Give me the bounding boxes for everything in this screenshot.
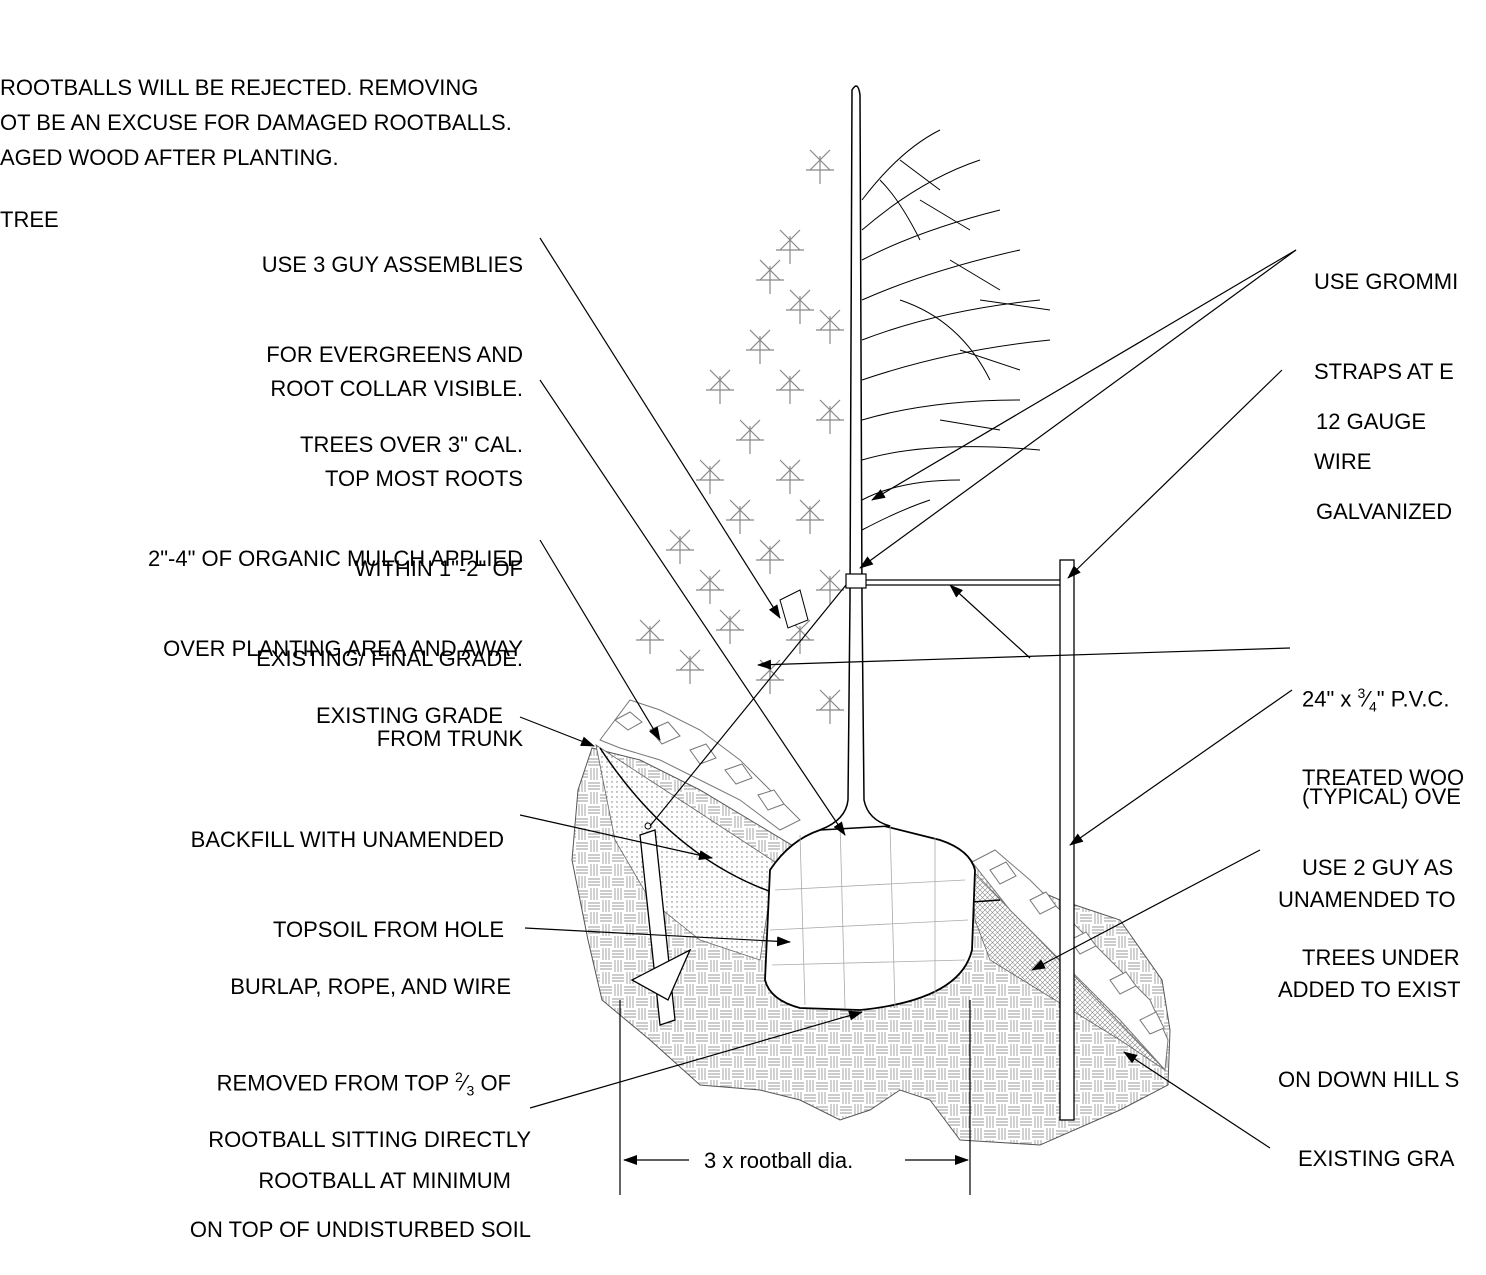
label-root-collar-line: EXISTING/ FINAL GRADE.: [256, 646, 523, 671]
label-guy-assemblies: USE 3 GUY ASSEMBLIES FOR EVERGREENS AND …: [262, 190, 523, 490]
dimension-lines: [619, 1000, 971, 1195]
dimension-label: 3 x rootball dia.: [704, 1148, 854, 1173]
guy-wire-left: [649, 584, 847, 827]
label-mulch: 2"-4" OF ORGANIC MULCH APPLIED OVER PLAN…: [148, 484, 523, 784]
label-grommets-line: USE GROMMI: [1314, 269, 1459, 294]
fraction-numerator: 2: [455, 1069, 463, 1085]
label-mulch-line: 2"-4" OF ORGANIC MULCH APPLIED: [147, 546, 523, 571]
label-root-collar: ROOT COLLAR VISIBLE. TOP MOST ROOTS WITH…: [256, 314, 523, 704]
tree-planting-detail-drawing: [519, 85, 1297, 1195]
tree-branches: [861, 129, 1051, 531]
general-note-3: AGED WOOD AFTER PLANTING.: [0, 145, 339, 170]
label-backfill: BACKFILL WITH UNAMENDED TOPSOIL FROM HOL…: [191, 765, 504, 975]
label-gauge-line: 12 GAUGE: [1316, 409, 1427, 434]
label-burlap: BURLAP, ROPE, AND WIRE REMOVED FROM TOP …: [217, 912, 511, 1226]
label-unamended: UNAMENDED TO ADDED TO EXIST ON DOWN HILL…: [1278, 825, 1461, 1125]
grommet-strap: [845, 573, 867, 589]
general-note-2: OT BE AN EXCUSE FOR DAMAGED ROOTBALLS.: [0, 110, 512, 135]
label-pvc-text: 24" x: [1302, 686, 1358, 712]
label-burlap-text: OF: [474, 1070, 511, 1096]
label-treated-wood-line: USE 2 GUY AS: [1302, 855, 1454, 880]
label-pvc-line: 24" x 3⁄4" P.V.C.: [1302, 685, 1450, 715]
general-note-4: TREE: [0, 207, 59, 232]
label-gauge-line: GALVANIZED: [1316, 499, 1453, 524]
label-unamended-line: UNAMENDED TO: [1278, 887, 1456, 912]
label-rootball-sitting-line: ON TOP OF UNDISTURBED SOIL: [189, 1217, 531, 1242]
label-root-collar-line: WITHIN 1"-2" OF: [354, 556, 523, 581]
label-existing-grade-right: EXISTING GRA: [1298, 1146, 1455, 1171]
treated-wood-stake: [1059, 559, 1075, 1121]
guy-strap-left: [779, 589, 809, 629]
label-root-collar-line: TOP MOST ROOTS: [324, 466, 523, 491]
label-grommets-line: STRAPS AT E: [1314, 359, 1454, 384]
label-existing-grade-left: EXISTING GRADE: [315, 703, 503, 728]
label-pvc-line: (TYPICAL) OVE: [1302, 783, 1461, 809]
guy-wire-right: [866, 579, 1060, 586]
label-root-collar-line: ROOT COLLAR VISIBLE.: [270, 376, 523, 401]
rootball: [764, 819, 976, 1011]
stake-left: [630, 822, 692, 1026]
label-pvc-text: " P.V.C.: [1376, 686, 1450, 712]
label-unamended-line: ON DOWN HILL S: [1278, 1067, 1460, 1092]
label-burlap-line: REMOVED FROM TOP 2⁄3 OF: [216, 1069, 511, 1099]
tree-trunk: [819, 85, 891, 831]
fraction-denominator: 3: [466, 1082, 475, 1099]
label-guy-assemblies-line: FOR EVERGREENS AND: [266, 342, 523, 367]
label-burlap-line: BURLAP, ROPE, AND WIRE: [230, 974, 511, 999]
label-mulch-line: FROM TRUNK: [376, 726, 523, 751]
label-pvc: 24" x 3⁄4" P.V.C. (TYPICAL) OVE: [1302, 618, 1461, 842]
label-gauge: 12 GAUGE GALVANIZED: [1316, 347, 1452, 557]
label-grommets-line: WIRE: [1314, 449, 1372, 474]
label-treated-wood: TREATED WOO USE 2 GUY AS TREES UNDER: [1302, 703, 1464, 1003]
label-rootball-sitting-line: ROOTBALL SITTING DIRECTLY: [208, 1127, 531, 1152]
leader-lines: [519, 237, 1297, 1149]
label-rootball-sitting: ROOTBALL SITTING DIRECTLY ON TOP OF UNDI…: [190, 1065, 531, 1275]
fraction-numerator: 3: [1357, 685, 1366, 701]
evergreen-foliage: [636, 149, 844, 724]
label-guy-assemblies-line: USE 3 GUY ASSEMBLIES: [261, 252, 523, 277]
label-treated-wood-line: TREES UNDER: [1302, 945, 1460, 970]
general-note-1: ROOTBALLS WILL BE REJECTED. REMOVING: [0, 75, 479, 100]
label-unamended-line: ADDED TO EXIST: [1278, 977, 1461, 1002]
label-burlap-text: REMOVED FROM TOP: [216, 1070, 456, 1096]
label-treated-wood-line: TREATED WOO: [1302, 765, 1465, 790]
label-grommets: USE GROMMI STRAPS AT E WIRE: [1314, 207, 1458, 507]
fraction-denominator: 4: [1369, 698, 1377, 715]
label-mulch-line: OVER PLANTING AREA AND AWAY: [163, 636, 523, 661]
label-burlap-line: ROOTBALL AT MINIMUM: [258, 1167, 511, 1193]
label-backfill-line: BACKFILL WITH UNAMENDED: [190, 827, 504, 852]
label-backfill-line: TOPSOIL FROM HOLE: [272, 917, 504, 942]
label-guy-assemblies-line: TREES OVER 3" CAL.: [300, 432, 523, 457]
